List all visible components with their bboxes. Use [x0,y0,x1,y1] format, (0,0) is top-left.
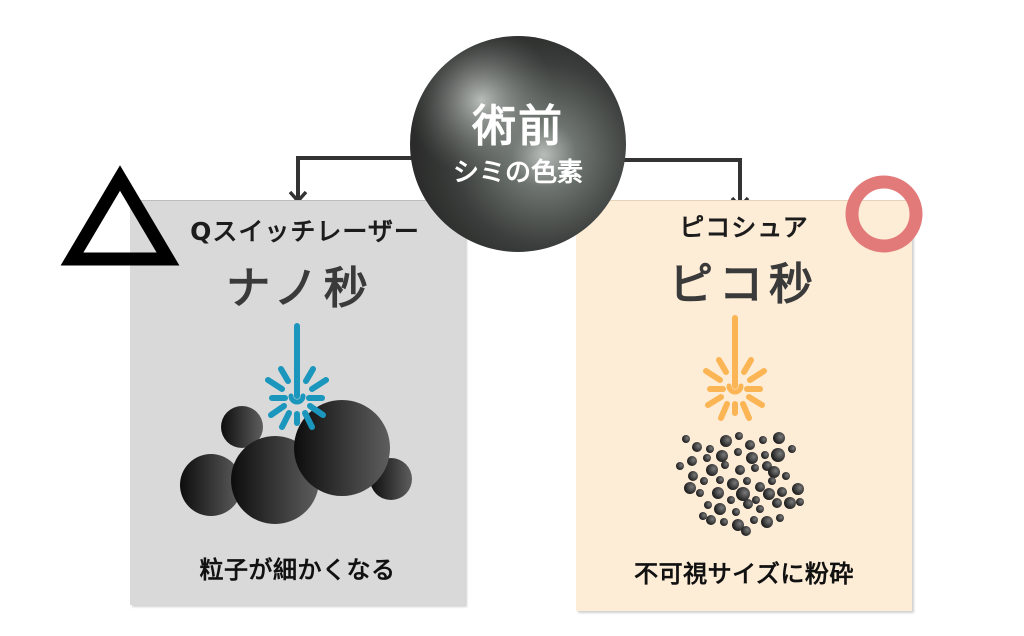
left-card-subtitle: Qスイッチレーザー [190,217,420,246]
center-title: 術前 [472,101,564,152]
right-card-subtitle: ピコシュア [679,213,809,242]
right-card-title: ピコ秒 [669,259,819,310]
right-card-caption: 不可視サイズに粉砕 [634,560,854,588]
left-card-title: ナノ秒 [226,263,374,314]
center-node: 術前 シミの色素 [410,36,626,252]
center-subtitle: シミの色素 [452,158,583,188]
left-card-caption: 粒子が細かくなる [199,556,396,584]
